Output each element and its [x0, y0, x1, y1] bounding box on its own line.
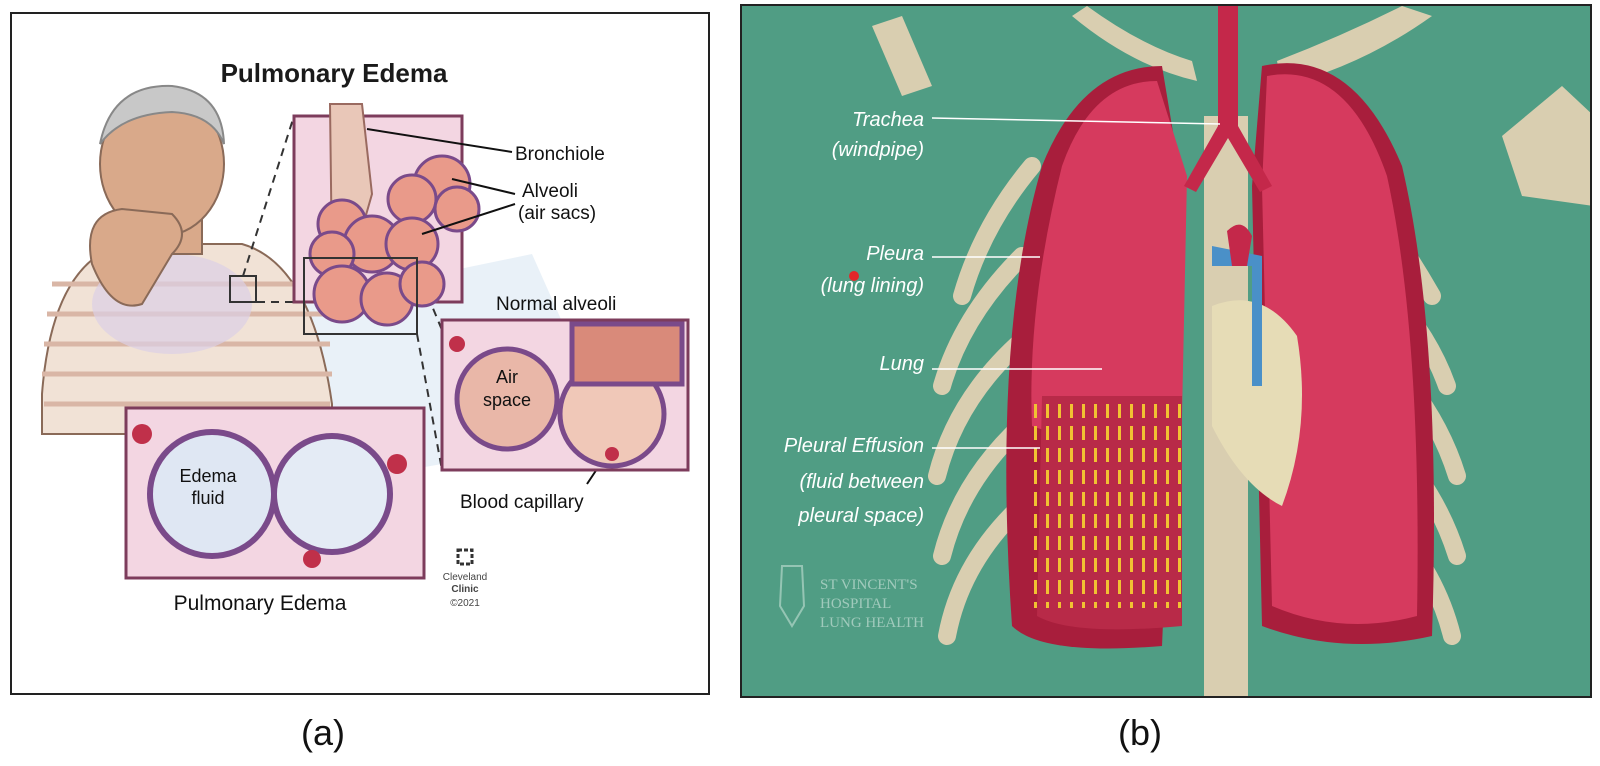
- heart: [1212, 300, 1302, 506]
- red-marker-dot: [849, 271, 859, 281]
- label-fluid: fluid: [191, 488, 224, 508]
- trachea-shape: [1184, 6, 1272, 192]
- label-pleural-effusion: Pleural Effusion: [784, 435, 924, 457]
- label-fluid-between: (fluid between: [799, 471, 924, 493]
- watermark-line-2: HOSPITAL: [820, 596, 891, 612]
- logo-line-3: ©2021: [450, 598, 480, 609]
- cleveland-clinic-logo: Cleveland Clinic ©2021: [443, 548, 487, 609]
- watermark-line-1: ST VINCENT'S: [820, 577, 918, 593]
- pleural-effusion-illustration: Trachea (windpipe) Pleura (lung lining) …: [742, 6, 1590, 696]
- label-edema: Edema: [179, 466, 237, 486]
- label-lung-lining: (lung lining): [821, 275, 924, 297]
- label-lung: Lung: [880, 353, 925, 375]
- label-pleural-space: pleural space): [797, 505, 924, 527]
- panel-a-pulmonary-edema: Pulmonary Edema B: [10, 12, 710, 695]
- panel-a-title: Pulmonary Edema: [221, 58, 448, 88]
- left-lung-with-effusion: [1006, 66, 1187, 649]
- label-air: Air: [496, 367, 518, 387]
- right-lung: [1252, 63, 1434, 644]
- panel-a-bottom-title: Pulmonary Edema: [174, 592, 347, 615]
- pulmonary-edema-illustration: Pulmonary Edema B: [12, 14, 708, 693]
- label-windpipe: (windpipe): [832, 139, 924, 161]
- caption-b: (b): [1118, 712, 1162, 753]
- label-air-sacs: (air sacs): [518, 203, 596, 224]
- label-normal-alveoli: Normal alveoli: [496, 294, 616, 315]
- logo-line-2: Clinic: [451, 584, 479, 595]
- caption-a: (a): [301, 712, 345, 753]
- label-pleura: Pleura: [866, 243, 924, 265]
- label-space: space: [483, 390, 531, 410]
- label-leader-lines: [931, 117, 1221, 449]
- label-blood-capillary: Blood capillary: [460, 492, 584, 513]
- edema-alveoli-inset: Edema fluid: [124, 406, 426, 580]
- st-vincents-watermark: ST VINCENT'S HOSPITAL LUNG HEALTH: [778, 565, 924, 631]
- label-alveoli: Alveoli: [522, 181, 578, 202]
- pulmonary-vessel: [1212, 246, 1262, 386]
- bronchiole-alveoli-inset: [292, 103, 481, 335]
- panel-b-pleural-effusion: Trachea (windpipe) Pleura (lung lining) …: [740, 4, 1592, 698]
- label-bronchiole: Bronchiole: [515, 144, 605, 165]
- watermark-line-3: LUNG HEALTH: [820, 615, 924, 631]
- coughing-man-figure: [41, 84, 333, 435]
- label-trachea: Trachea: [852, 109, 924, 131]
- normal-alveoli-inset: Air space: [440, 318, 690, 472]
- logo-line-1: Cleveland: [443, 572, 487, 583]
